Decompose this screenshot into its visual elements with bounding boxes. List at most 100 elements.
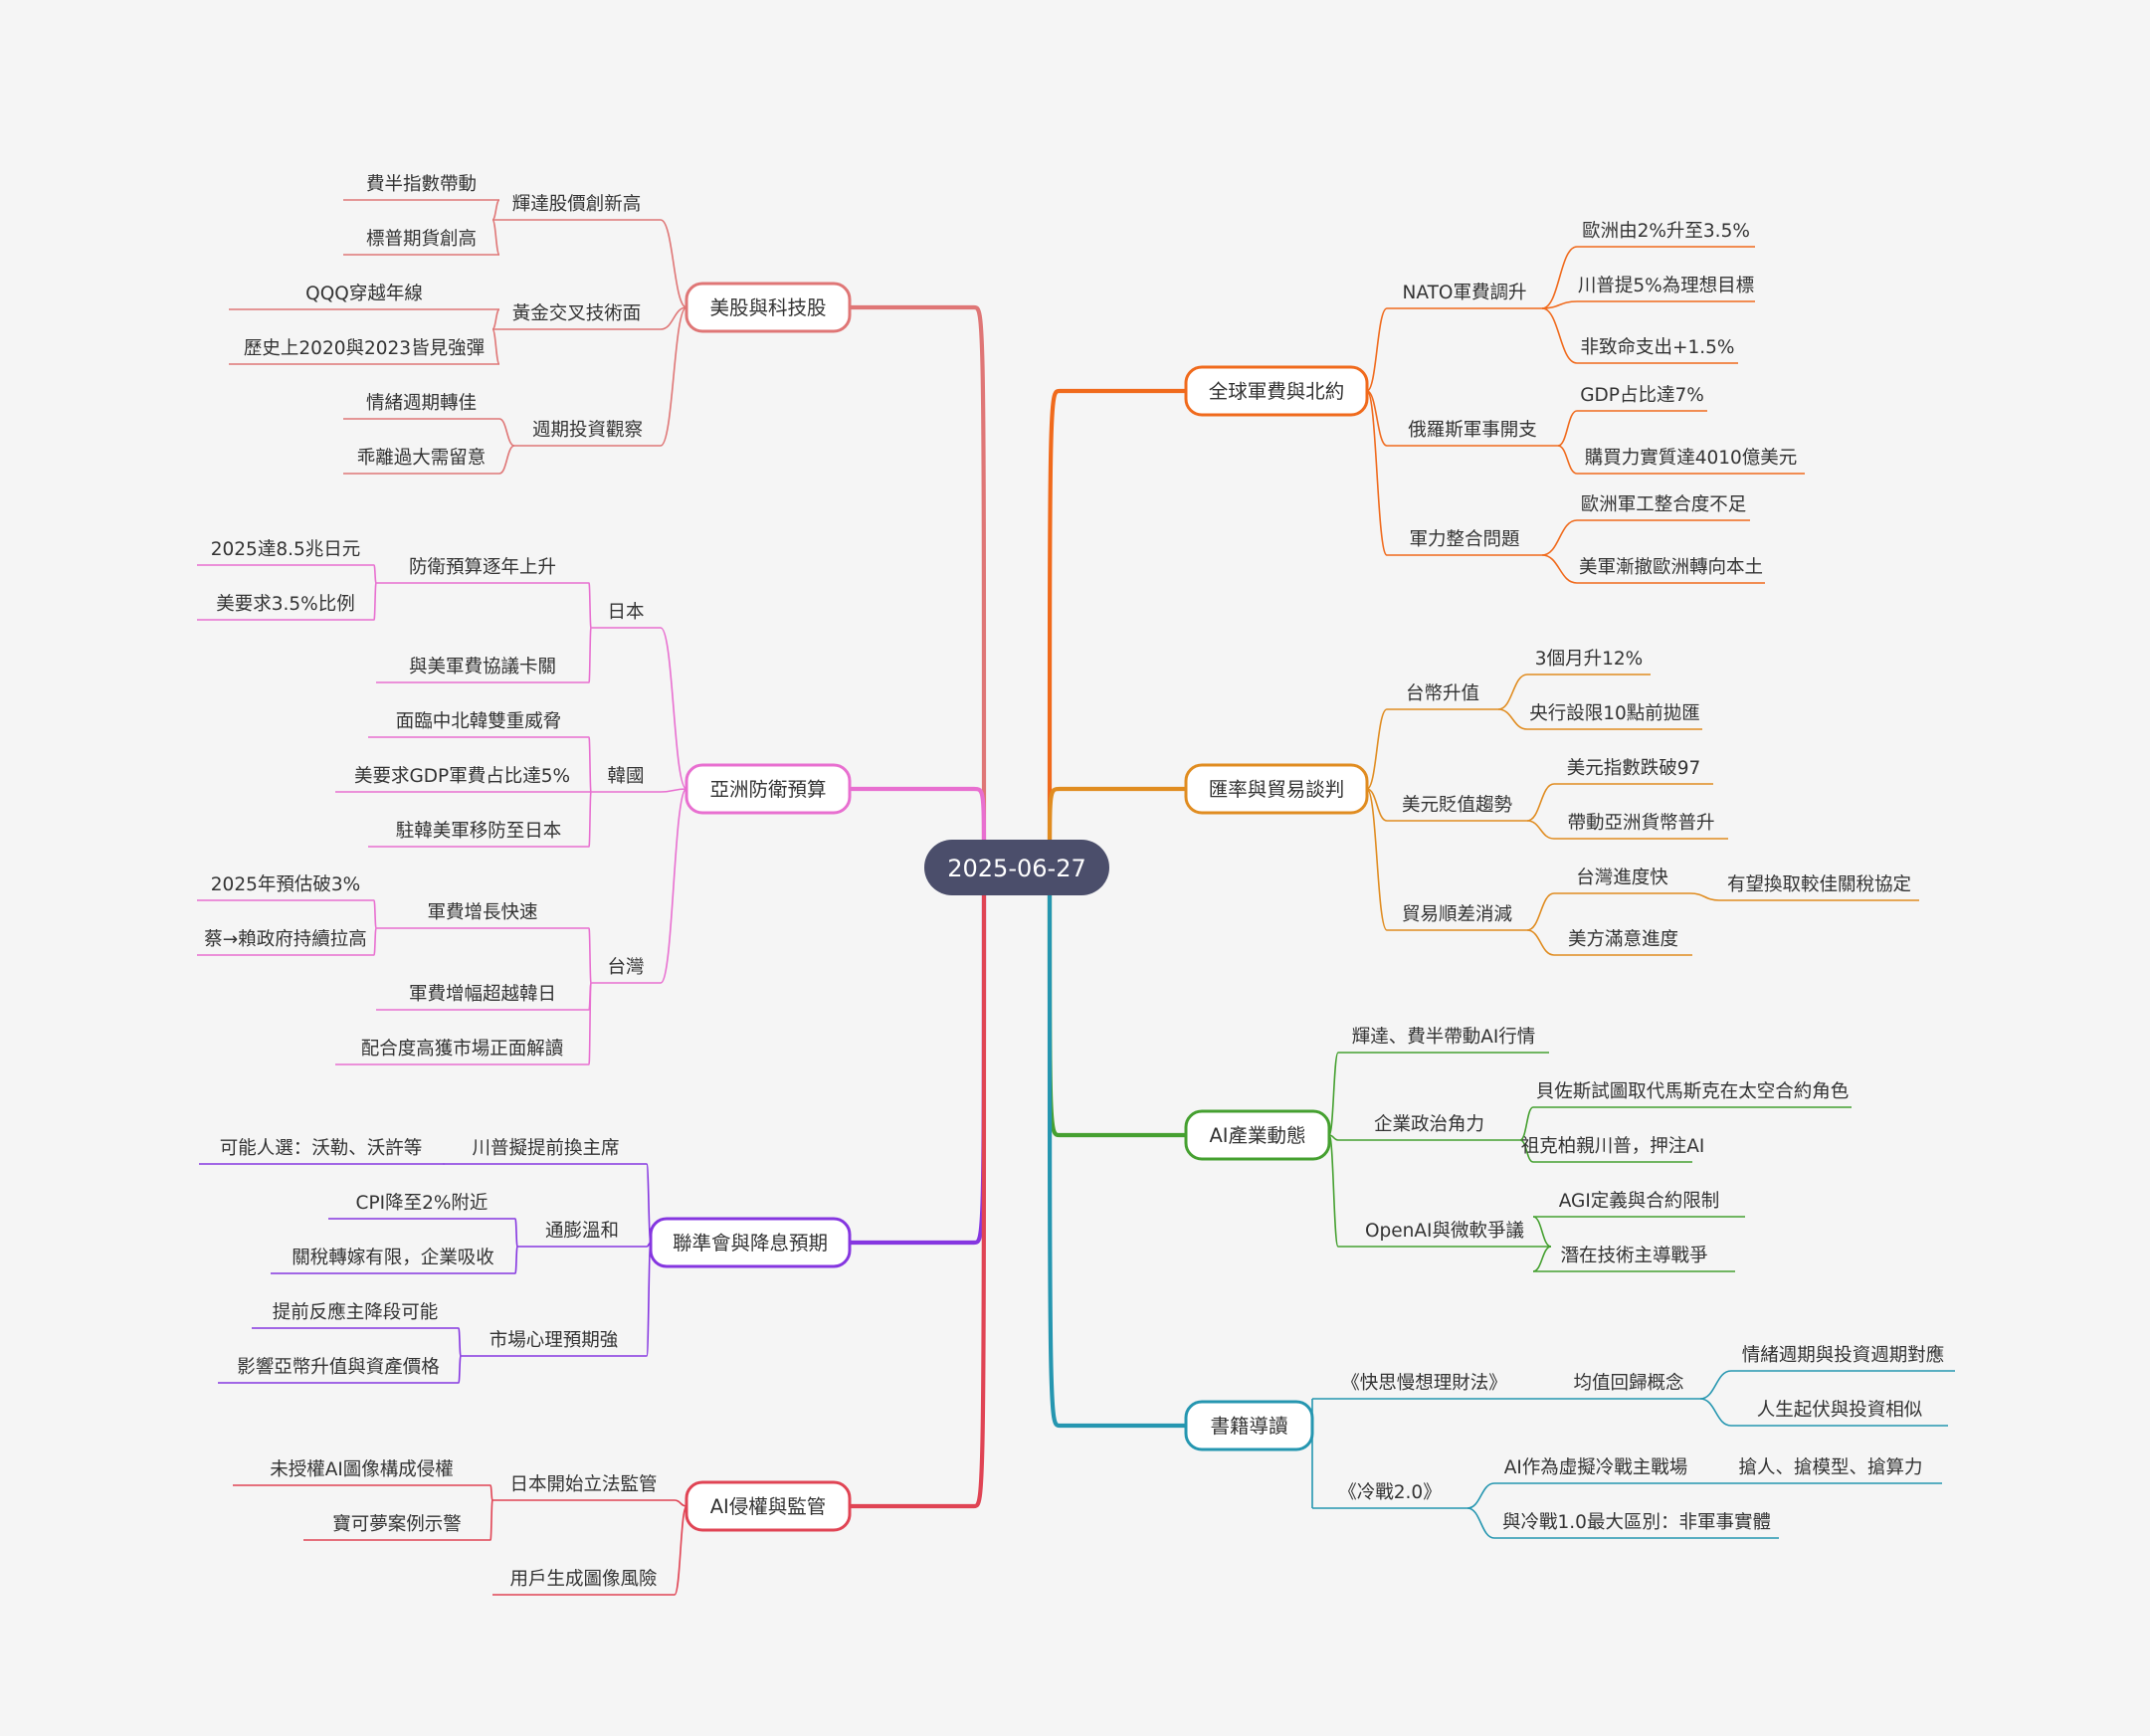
node-depth2[interactable]: 費半指數帶動 xyxy=(343,174,499,201)
node-depth2[interactable]: 貝佐斯試圖取代馬斯克在太空合約角色 xyxy=(1533,1081,1852,1108)
node-depth1[interactable]: 《快思慢想理財法》 xyxy=(1312,1373,1536,1400)
node-depth2[interactable]: 美方滿意進度 xyxy=(1554,929,1692,956)
node-depth1[interactable]: 通膨溫和 xyxy=(517,1221,647,1248)
branch-node[interactable]: AI產業動態 xyxy=(1184,1109,1331,1161)
node-depth2-label: 與美軍費協議卡關 xyxy=(409,657,556,677)
node-depth1-label: OpenAI與微軟爭議 xyxy=(1365,1221,1524,1242)
node-depth1[interactable]: 《冷戰2.0》 xyxy=(1312,1482,1467,1509)
node-depth1[interactable]: 輝達、費半帶動AI行情 xyxy=(1338,1027,1549,1054)
branch-node-label: 匯率與貿易談判 xyxy=(1209,778,1345,801)
node-depth2[interactable]: 乖離過大需留意 xyxy=(343,448,499,475)
node-depth1[interactable]: 日本 xyxy=(591,602,661,629)
node-depth2[interactable]: 軍費增幅超越韓日 xyxy=(376,984,589,1011)
node-depth2[interactable]: 歐洲由2%升至3.5% xyxy=(1577,221,1755,248)
branch-node[interactable]: 美股與科技股 xyxy=(684,282,852,333)
node-depth1[interactable]: 韓國 xyxy=(591,766,661,793)
node-depth3[interactable]: 2025達8.5兆日元 xyxy=(197,539,374,566)
node-depth3[interactable]: 搶人、搶模型、搶算力 xyxy=(1719,1457,1942,1484)
node-depth2[interactable]: 寶可夢案例示警 xyxy=(303,1514,490,1541)
branch-node-label: 全球軍費與北約 xyxy=(1209,380,1345,403)
node-depth1-label: 美元貶值趨勢 xyxy=(1402,795,1513,816)
node-depth2[interactable]: 情緒週期轉佳 xyxy=(343,393,499,420)
node-depth1-label: 貿易順差消減 xyxy=(1402,904,1513,925)
node-depth2[interactable]: 潛在技術主導戰爭 xyxy=(1533,1246,1735,1272)
node-depth2[interactable]: 標普期貨創高 xyxy=(343,229,499,256)
node-depth2[interactable]: GDP占比達7% xyxy=(1577,385,1707,412)
root-node[interactable]: 2025-06-27 xyxy=(924,840,1109,895)
node-depth2[interactable]: 軍費增長快速 xyxy=(376,902,589,929)
node-depth2-label: 歐洲軍工整合度不足 xyxy=(1581,494,1747,515)
node-depth2[interactable]: CPI降至2%附近 xyxy=(328,1193,515,1220)
node-depth2[interactable]: 美要求GDP軍費占比達5% xyxy=(335,766,589,793)
node-depth2[interactable]: 均值回歸概念 xyxy=(1557,1372,1700,1400)
node-depth1[interactable]: 日本開始立法監管 xyxy=(492,1474,675,1501)
node-depth2[interactable]: 川普提5%為理想目標 xyxy=(1577,276,1755,302)
branch-node[interactable]: 亞洲防衛預算 xyxy=(684,763,852,815)
node-depth2[interactable]: 歐洲軍工整合度不足 xyxy=(1577,494,1750,521)
node-depth2[interactable]: 防衛預算逐年上升 xyxy=(376,557,589,584)
node-depth2[interactable]: 美軍漸撤歐洲轉向本土 xyxy=(1577,557,1765,584)
node-depth2[interactable]: 購買力實質達4010億美元 xyxy=(1577,448,1805,475)
node-depth3[interactable]: 有望換取較佳關稅協定 xyxy=(1719,874,1919,901)
node-depth2[interactable]: 帶動亞洲貨幣普升 xyxy=(1554,813,1728,840)
node-depth2[interactable]: 提前反應主降段可能 xyxy=(252,1301,459,1329)
branch-node[interactable]: AI侵權與監管 xyxy=(684,1480,852,1532)
node-depth2[interactable]: 面臨中北韓雙重威脅 xyxy=(368,711,589,738)
node-depth1[interactable]: 軍力整合問題 xyxy=(1387,529,1542,556)
node-depth2[interactable]: 與美軍費協議卡關 xyxy=(376,657,589,683)
connector-node-depth1 xyxy=(1366,390,1388,556)
node-depth2-label: 3個月升12% xyxy=(1535,649,1643,670)
branch-node-box xyxy=(1184,1109,1331,1161)
node-depth2[interactable]: QQQ穿越年線 xyxy=(229,284,499,310)
node-depth1-label: 日本 xyxy=(607,602,644,623)
node-depth2[interactable]: 未授權AI圖像構成侵權 xyxy=(233,1459,490,1486)
node-depth2[interactable]: 歷史上2020與2023皆見強彈 xyxy=(229,338,499,365)
node-depth2-label: 美方滿意進度 xyxy=(1568,929,1678,950)
connector-node-depth3 xyxy=(373,564,377,584)
node-depth2[interactable]: 央行設限10點前拋匯 xyxy=(1527,703,1702,730)
branch-node-label: 書籍導讀 xyxy=(1210,1415,1287,1438)
node-depth1[interactable]: OpenAI與微軟爭議 xyxy=(1338,1221,1551,1248)
node-depth1[interactable]: 企業政治角力 xyxy=(1338,1114,1520,1141)
connector-node-depth1 xyxy=(1328,1052,1339,1136)
node-depth3[interactable]: 2025年預估破3% xyxy=(197,874,374,901)
node-depth1[interactable]: 市場心理預期強 xyxy=(461,1330,647,1357)
node-depth3[interactable]: 情緒週期與投資週期對應 xyxy=(1731,1344,1955,1372)
node-depth3[interactable]: 人生起伏與投資相似 xyxy=(1731,1400,1948,1427)
node-depth1[interactable]: 美元貶值趨勢 xyxy=(1387,795,1527,822)
node-depth2[interactable]: AI作為虛擬冷戰主戰場 xyxy=(1494,1457,1697,1484)
branch-node[interactable]: 書籍導讀 xyxy=(1184,1400,1314,1451)
node-depth2[interactable]: 關稅轉嫁有限，企業吸收 xyxy=(271,1248,515,1274)
node-depth1[interactable]: 台灣 xyxy=(591,957,661,984)
branch-node[interactable]: 匯率與貿易談判 xyxy=(1184,763,1369,815)
connector-main xyxy=(1047,388,1186,868)
node-depth1[interactable]: 貿易順差消減 xyxy=(1387,904,1527,931)
node-depth1[interactable]: 輝達股價創新高 xyxy=(492,194,661,221)
branch-node[interactable]: 聯準會與降息預期 xyxy=(649,1217,852,1268)
node-depth2[interactable]: AGI定義與合約限制 xyxy=(1533,1191,1745,1218)
node-depth2[interactable]: 駐韓美軍移防至日本 xyxy=(368,821,589,848)
node-depth3[interactable]: 蔡→賴政府持續拉高 xyxy=(197,929,374,956)
node-depth1[interactable]: 週期投資觀察 xyxy=(514,420,661,447)
node-depth2[interactable]: 祖克柏親川普，押注AI xyxy=(1521,1136,1705,1163)
node-depth2[interactable]: 影響亞幣升值與資產價格 xyxy=(218,1357,459,1384)
node-depth1[interactable]: 黃金交叉技術面 xyxy=(492,303,661,330)
node-depth1[interactable]: 台幣升值 xyxy=(1387,683,1498,710)
node-depth2-label: 川普提5%為理想目標 xyxy=(1578,276,1754,296)
node-depth1-label: 黃金交叉技術面 xyxy=(512,303,642,324)
node-depth1[interactable]: 川普擬提前換主席 xyxy=(445,1138,647,1165)
node-depth2[interactable]: 台灣進度快 xyxy=(1554,868,1690,894)
node-depth3[interactable]: 美要求3.5%比例 xyxy=(197,594,374,621)
node-depth2[interactable]: 非致命支出+1.5% xyxy=(1577,337,1738,364)
connector-node-depth1 xyxy=(646,1242,652,1357)
node-depth2[interactable]: 美元指數跌破97 xyxy=(1554,758,1713,785)
node-depth1[interactable]: 俄羅斯軍事開支 xyxy=(1387,420,1558,447)
node-depth2-label: 央行設限10點前拋匯 xyxy=(1529,703,1700,724)
node-depth1[interactable]: 用戶生成圖像風險 xyxy=(492,1569,675,1596)
branch-node[interactable]: 全球軍費與北約 xyxy=(1184,365,1369,417)
node-depth2[interactable]: 可能人選：沃勒、沃許等 xyxy=(199,1138,443,1165)
node-depth2[interactable]: 配合度高獲市場正面解讀 xyxy=(335,1039,589,1065)
node-depth2[interactable]: 3個月升12% xyxy=(1527,649,1651,675)
node-depth1[interactable]: NATO軍費調升 xyxy=(1387,283,1542,309)
node-depth2[interactable]: 與冷戰1.0最大區別：非軍事實體 xyxy=(1494,1512,1779,1539)
